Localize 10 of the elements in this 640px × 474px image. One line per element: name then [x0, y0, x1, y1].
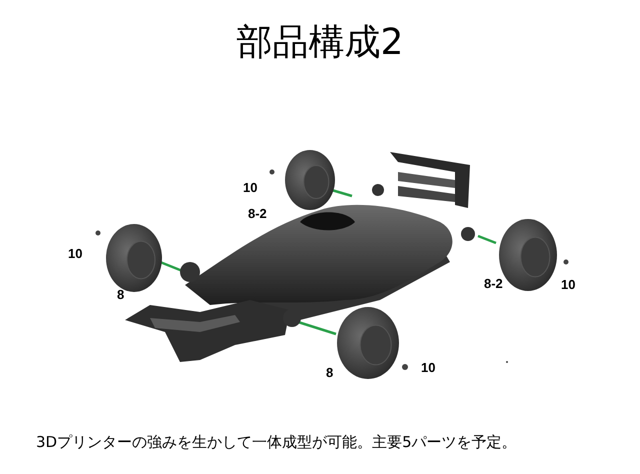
callout-number: 8-2: [484, 276, 503, 291]
callout-number: 8-2: [248, 206, 267, 221]
callout-number: 10: [243, 180, 258, 195]
callout-number: 8: [326, 365, 334, 380]
title: 部品構成2: [236, 21, 404, 65]
caption: 3Dプリンターの強みを生かして一体成型が可能。主要5パーツを予定。: [36, 433, 517, 452]
callout-number: 8: [117, 287, 124, 302]
callout-number: 10: [68, 246, 82, 261]
callout-number: 10: [421, 360, 436, 375]
callout-number: 10: [561, 277, 576, 292]
